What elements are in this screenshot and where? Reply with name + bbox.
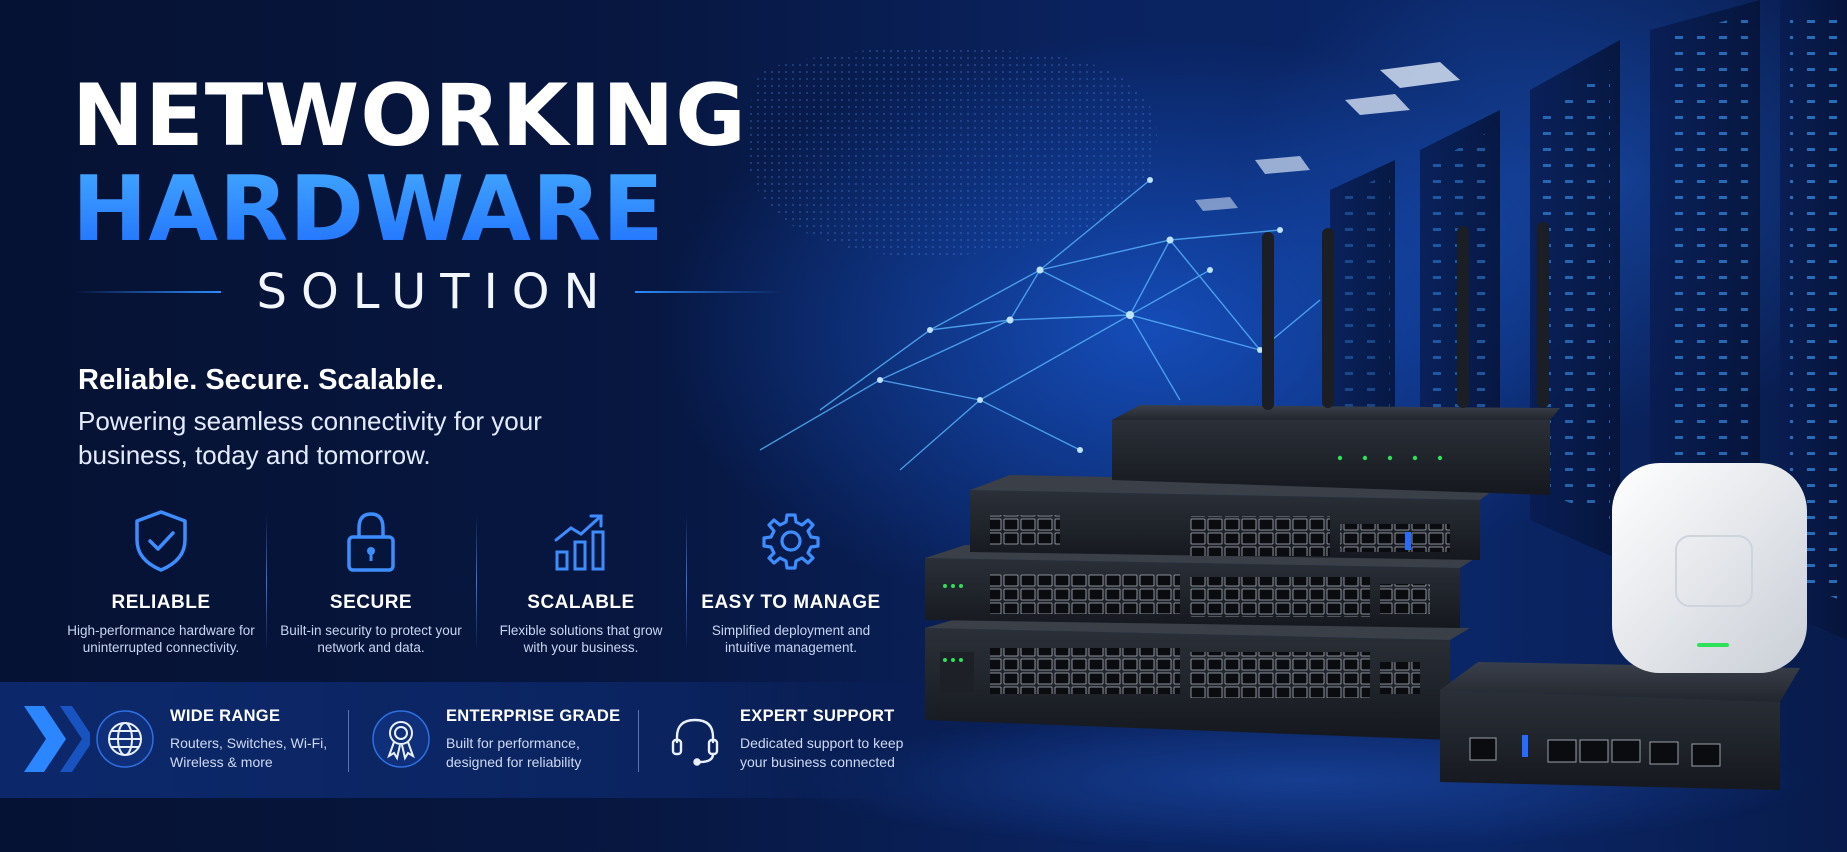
headline-solution-row: SOLUTION: [72, 264, 784, 320]
headline-solution: SOLUTION: [256, 264, 614, 320]
growth-chart-icon: [554, 514, 605, 571]
gear-icon: [762, 513, 820, 570]
feature-desc: Flexible solutions that grow with your b…: [499, 623, 663, 655]
divider-right: [635, 291, 784, 293]
wireless-router: [1112, 222, 1560, 495]
globe-icon: [96, 710, 154, 768]
award-badge-icon: [372, 710, 430, 768]
feature-title: EASY TO MANAGE: [701, 592, 881, 613]
feature-row: RELIABLE High-performance hardware for u…: [56, 508, 896, 655]
benefit-text: ENTERPRISE GRADE Built for performance, …: [446, 707, 636, 772]
feature-title: SECURE: [329, 592, 413, 613]
feature-easy-to-manage: EASY TO MANAGE Simplified deployment and…: [686, 508, 896, 655]
benefit-enterprise-grade: ENTERPRISE GRADE Built for performance, …: [372, 694, 636, 784]
benefit-title: WIDE RANGE: [170, 706, 281, 725]
chevron-right-icon: [24, 706, 90, 772]
headline-hardware: HARDWARE: [72, 162, 832, 258]
feature-reliable: RELIABLE High-performance hardware for u…: [56, 508, 266, 655]
padlock-icon: [347, 512, 395, 572]
shield-check-icon: [135, 510, 187, 572]
headline: NETWORKING HARDWARE SOLUTION: [72, 70, 832, 320]
benefit-desc: Dedicated support to keep your business …: [740, 734, 904, 770]
feature-desc: Built-in security to protect your networ…: [280, 623, 462, 655]
tagline-bold: Reliable. Secure. Scalable.: [78, 364, 444, 396]
benefit-divider: [348, 710, 349, 772]
network-switch-top: [970, 475, 1500, 560]
benefit-title: EXPERT SUPPORT: [740, 706, 895, 725]
feature-scalable: SCALABLE Flexible solutions that grow wi…: [476, 508, 686, 655]
benefit-text: EXPERT SUPPORT Dedicated support to keep…: [740, 707, 930, 772]
headset-icon: [671, 718, 719, 766]
network-nodes: [877, 177, 1283, 453]
benefit-desc: Built for performance, designed for reli…: [446, 734, 582, 770]
benefit-band: WIDE RANGE Routers, Switches, Wi-Fi, Wir…: [0, 682, 940, 798]
benefit-divider: [638, 710, 639, 772]
benefit-title: ENTERPRISE GRADE: [446, 706, 621, 725]
benefit-expert-support: EXPERT SUPPORT Dedicated support to keep…: [666, 694, 930, 784]
world-map-texture: [746, 47, 1157, 257]
feature-title: RELIABLE: [111, 592, 211, 613]
feature-title: SCALABLE: [527, 592, 635, 613]
headline-networking: NETWORKING: [72, 66, 747, 166]
feature-secure: SECURE Built-in security to protect your…: [266, 508, 476, 655]
feature-desc: Simplified deployment and intuitive mana…: [711, 623, 871, 655]
benefit-text: WIDE RANGE Routers, Switches, Wi-Fi, Wir…: [170, 707, 360, 772]
benefit-desc: Routers, Switches, Wi-Fi, Wireless & mor…: [170, 734, 328, 770]
network-gateway: [1440, 662, 1800, 790]
wireless-access-point: [1612, 463, 1807, 673]
tagline-body: Powering seamless connectivity for your …: [78, 406, 542, 470]
network-switch-middle: [925, 545, 1480, 628]
network-switch-bottom: [925, 618, 1470, 740]
benefit-wide-range: WIDE RANGE Routers, Switches, Wi-Fi, Wir…: [96, 694, 360, 784]
feature-desc: High-performance hardware for uninterrup…: [67, 623, 255, 655]
divider-left: [72, 291, 221, 293]
